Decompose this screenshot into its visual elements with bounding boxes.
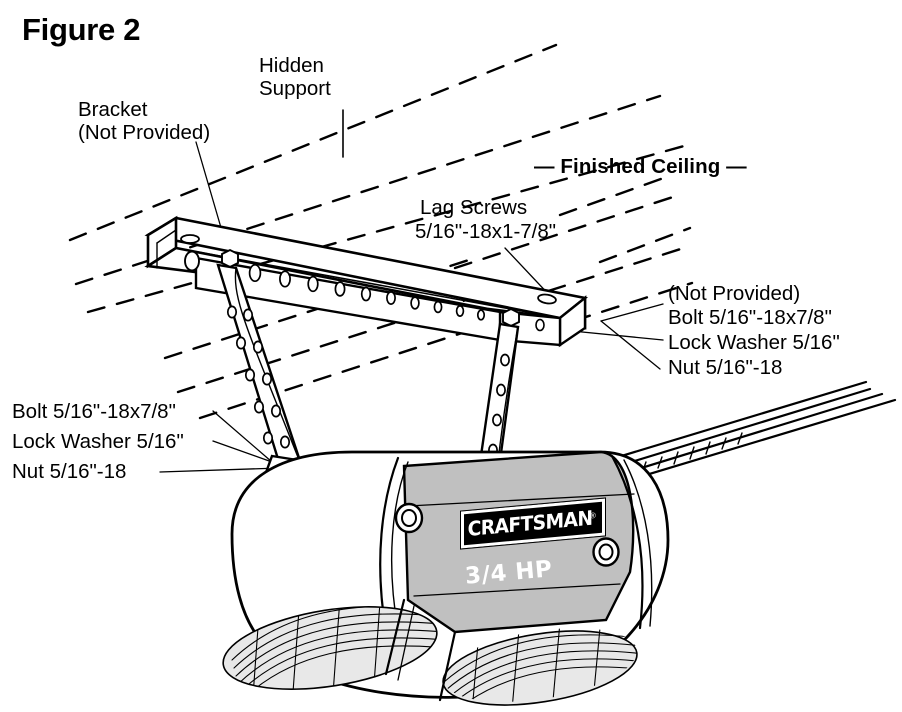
label-bracket-line1: Bracket	[78, 98, 148, 121]
label-left-lock-washer: Lock Washer 5/16"	[12, 430, 184, 453]
label-bracket-line2: (Not Provided)	[78, 121, 211, 144]
opener-body	[222, 450, 670, 712]
label-right-nut: Nut 5/16"-18	[668, 356, 783, 379]
mounting-bracket	[144, 215, 589, 348]
label-finished-ceiling: — Finished Ceiling —	[534, 155, 747, 178]
label-lag-screws-line2: 5/16"-18x1-7/8"	[415, 220, 557, 243]
figure-title: Figure 2	[22, 12, 141, 47]
label-right-not-provided: (Not Provided)	[668, 282, 801, 305]
label-left-nut: Nut 5/16"-18	[12, 460, 127, 483]
craftsman-logo-plate: CRAFTSMAN®	[460, 497, 606, 550]
label-left-bolt: Bolt 5/16"-18x7/8"	[12, 400, 176, 423]
label-hidden-support-line1: Hidden	[259, 54, 324, 77]
leader-lines	[159, 109, 664, 473]
craftsman-logo-text: CRAFTSMAN	[467, 505, 593, 541]
label-hidden-support-line2: Support	[259, 77, 331, 100]
craftsman-logo: CRAFTSMAN®	[460, 497, 606, 550]
label-right-lock-washer: Lock Washer 5/16"	[668, 331, 840, 354]
label-right-bolt: Bolt 5/16"-18x7/8"	[668, 306, 832, 329]
label-lag-screws-line1: Lag Screws	[420, 196, 528, 219]
